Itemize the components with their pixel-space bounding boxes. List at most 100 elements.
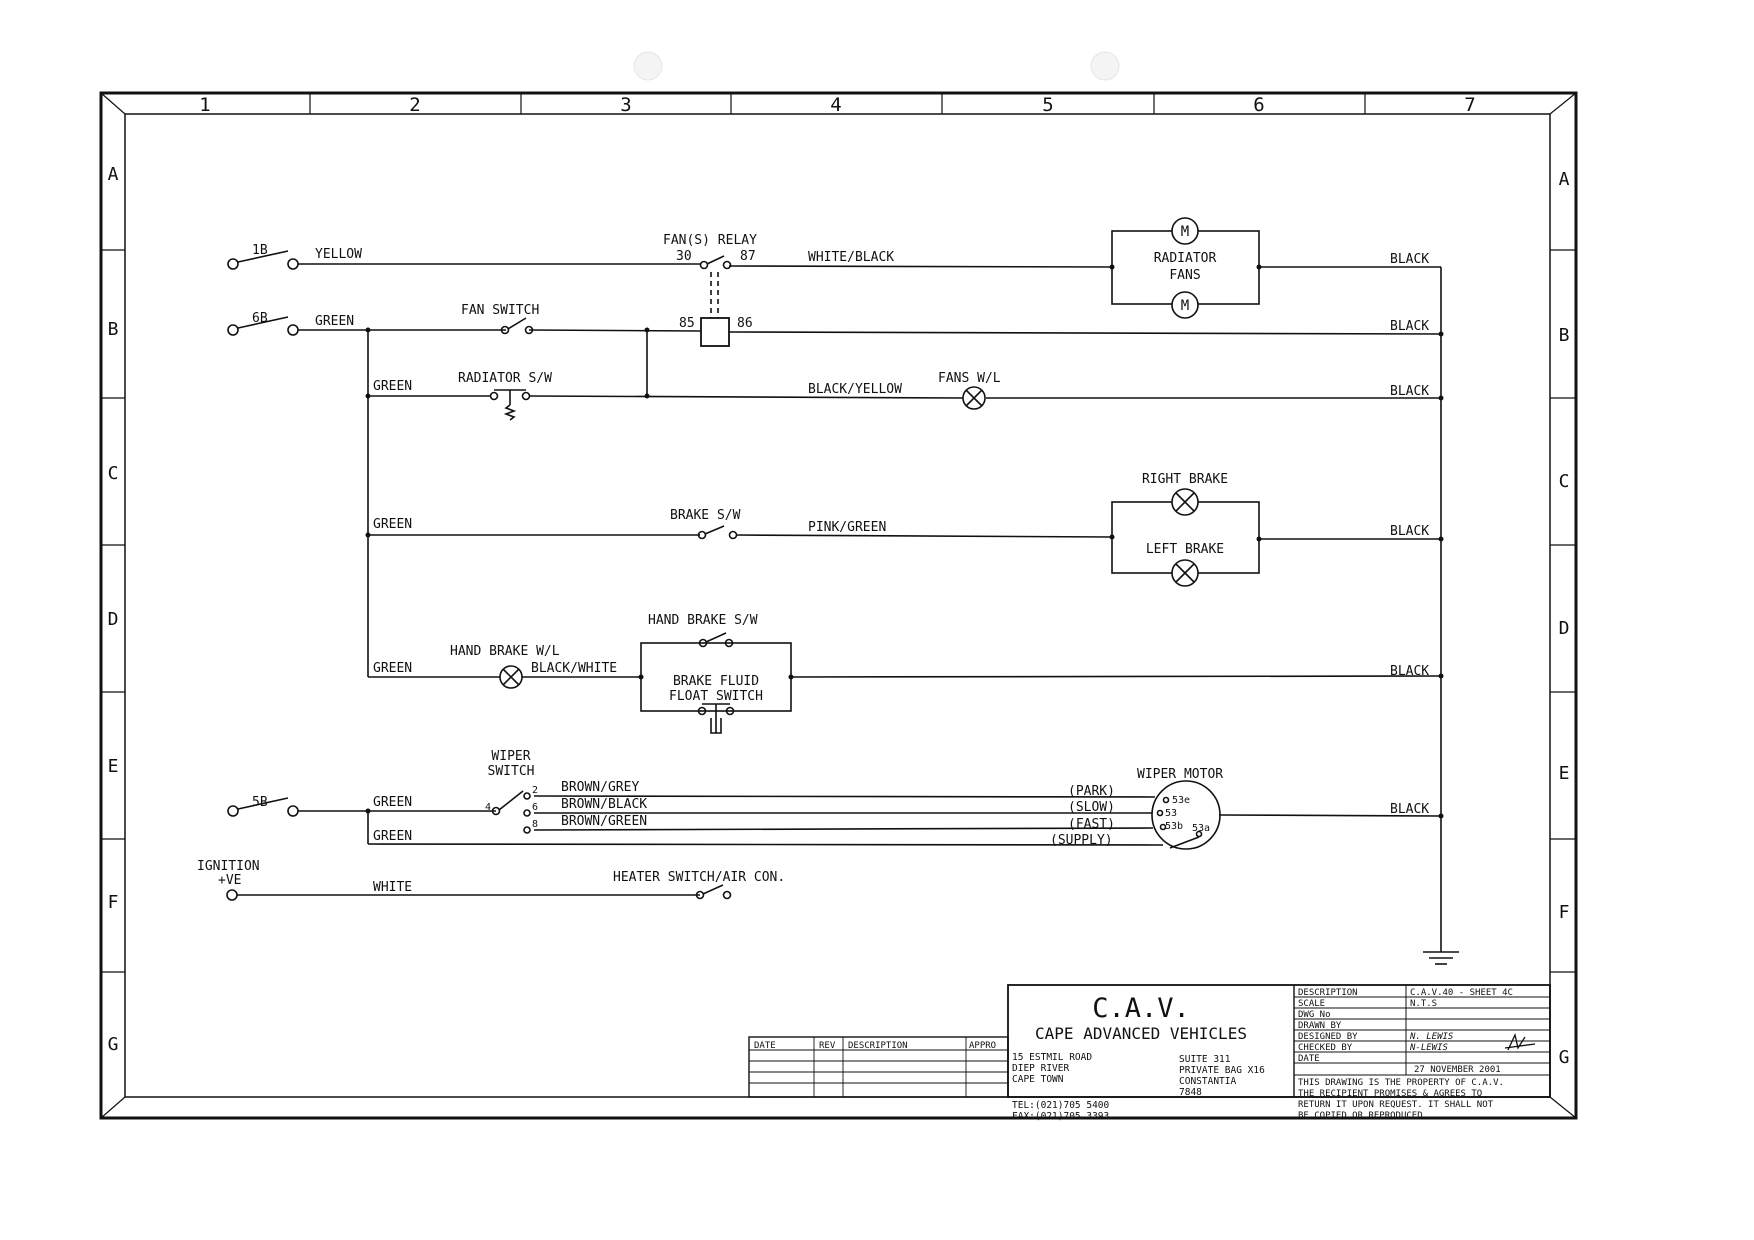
relay-pin: 30 xyxy=(676,249,692,264)
switches xyxy=(489,255,792,900)
wire-label: PINK/GREEN xyxy=(808,520,886,535)
wire-label: GREEN xyxy=(373,795,412,810)
wire-label: BLACK/YELLOW xyxy=(808,382,902,397)
wire-label: GREEN xyxy=(373,517,412,532)
switch-pin: 4 xyxy=(485,802,491,813)
row-label: F xyxy=(108,892,119,913)
terminal-label: 5B xyxy=(252,795,268,810)
rev-header: APPRO xyxy=(969,1041,996,1051)
switch-label: WIPER xyxy=(491,749,530,764)
field-label: DWG No xyxy=(1298,1010,1331,1020)
wire-label: BLACK xyxy=(1390,524,1429,539)
wire-label: BLACK xyxy=(1390,252,1429,267)
address-line: CAPE TOWN xyxy=(1012,1074,1064,1085)
tel: TEL:(021)705 5400 xyxy=(1012,1100,1110,1111)
rev-header: REV xyxy=(819,1041,836,1051)
row-label: A xyxy=(1559,169,1570,190)
load-label: FANS xyxy=(1169,268,1200,283)
field-label: CHECKED BY xyxy=(1298,1043,1353,1053)
address-line: 15 ESTMIL ROAD xyxy=(1012,1052,1092,1063)
switch-pin: 8 xyxy=(532,819,538,830)
row-label: C xyxy=(108,463,119,484)
lamp-label: RIGHT BRAKE xyxy=(1142,472,1228,487)
row-label: A xyxy=(108,164,119,185)
switch-label: BRAKE FLUID xyxy=(673,674,759,689)
row-label: D xyxy=(108,609,119,630)
switch-label: HEATER SWITCH/AIR CON. xyxy=(613,870,785,885)
address-line: DIEP RIVER xyxy=(1012,1063,1069,1074)
row-label: C xyxy=(1559,471,1570,492)
wire-label: YELLOW xyxy=(315,247,362,262)
switch-label: FAN SWITCH xyxy=(461,303,539,318)
lamps xyxy=(499,386,1260,689)
field-value: N. LEWIS xyxy=(1409,1032,1454,1042)
column-label: 1 xyxy=(199,94,210,116)
wires xyxy=(237,263,1442,952)
wire-label: BROWN/BLACK xyxy=(561,797,647,812)
title-block xyxy=(748,984,1551,1098)
column-label: 5 xyxy=(1042,94,1053,116)
motor-pin: 53a xyxy=(1192,823,1210,834)
switch-pin: 6 xyxy=(532,802,538,813)
relay-pin: 87 xyxy=(740,249,756,264)
row-label: F xyxy=(1559,902,1570,923)
wire-label: WHITE/BLACK xyxy=(808,250,894,265)
signature xyxy=(1504,1033,1536,1051)
wire-label: BLACK xyxy=(1390,384,1429,399)
motor-pin: 53 xyxy=(1165,808,1177,819)
fuse-terminals xyxy=(226,250,299,901)
punch-hole xyxy=(1090,51,1120,81)
wire-tag: (SUPPLY) xyxy=(1050,833,1113,848)
field-value: N-LEWIS xyxy=(1409,1043,1449,1053)
ignition-label: IGNITION xyxy=(197,859,260,874)
wire-label: GREEN xyxy=(315,314,354,329)
wire-label: BLACK xyxy=(1390,664,1429,679)
motor-label: WIPER MOTOR xyxy=(1137,767,1223,782)
terminal-label: 1B xyxy=(252,243,268,258)
row-label: G xyxy=(108,1034,119,1055)
lamp-label: FANS W/L xyxy=(938,371,1001,386)
border-frame: 1 2 3 4 5 6 7 A B C D E F G A B C D E F … xyxy=(99,91,1578,1120)
column-label: 6 xyxy=(1253,94,1264,116)
field-label: SCALE xyxy=(1298,999,1325,1009)
row-label: E xyxy=(108,756,119,777)
switch-label: SWITCH xyxy=(488,764,535,779)
postal-line: SUITE 311 xyxy=(1179,1054,1231,1065)
wire-label: BLACK/WHITE xyxy=(531,661,617,676)
field-label: DATE xyxy=(1298,1054,1320,1064)
lamp-label: HAND BRAKE W/L xyxy=(450,644,560,659)
switch-label: BRAKE S/W xyxy=(670,508,741,523)
junction-dots xyxy=(365,264,1444,819)
column-label: 2 xyxy=(409,94,420,116)
wire-label: WHITE xyxy=(373,880,412,895)
switch-label: FLOAT SWITCH xyxy=(669,689,763,704)
notice-line: THIS DRAWING IS THE PROPERTY OF C.A.V. xyxy=(1298,1078,1504,1088)
wire-tag: (PARK) xyxy=(1068,784,1115,799)
field-label: DESCRIPTION xyxy=(1298,988,1358,998)
field-label: DESIGNED BY xyxy=(1298,1032,1358,1042)
notice-line: BE COPIED OR REPRODUCED. xyxy=(1298,1111,1428,1121)
motor-symbol: M xyxy=(1181,298,1189,314)
relay-label: FAN(S) RELAY xyxy=(663,233,757,248)
wire-tag: (FAST) xyxy=(1068,817,1115,832)
wire-label: GREEN xyxy=(373,829,412,844)
wire-label: BLACK xyxy=(1390,319,1429,334)
notice-line: RETURN IT UPON REQUEST. IT SHALL NOT xyxy=(1298,1100,1494,1110)
wire-label: GREEN xyxy=(373,379,412,394)
row-label: B xyxy=(108,319,119,340)
rev-header: DATE xyxy=(754,1041,776,1051)
column-label: 4 xyxy=(830,94,841,116)
motor-symbol: M xyxy=(1181,224,1189,240)
wire-label: GREEN xyxy=(373,661,412,676)
row-label: E xyxy=(1559,763,1570,784)
company-short: C.A.V. xyxy=(1092,993,1190,1024)
notice-line: THE RECIPIENT PROMISES & AGREES TO xyxy=(1298,1089,1482,1099)
wire-label: BLACK xyxy=(1390,802,1429,817)
column-label: 7 xyxy=(1464,94,1475,116)
field-value: C.A.V.40 - SHEET 4C xyxy=(1410,988,1513,998)
column-label: 3 xyxy=(620,94,631,116)
field-label: DRAWN BY xyxy=(1298,1021,1342,1031)
switch-pin: 2 xyxy=(532,785,538,796)
